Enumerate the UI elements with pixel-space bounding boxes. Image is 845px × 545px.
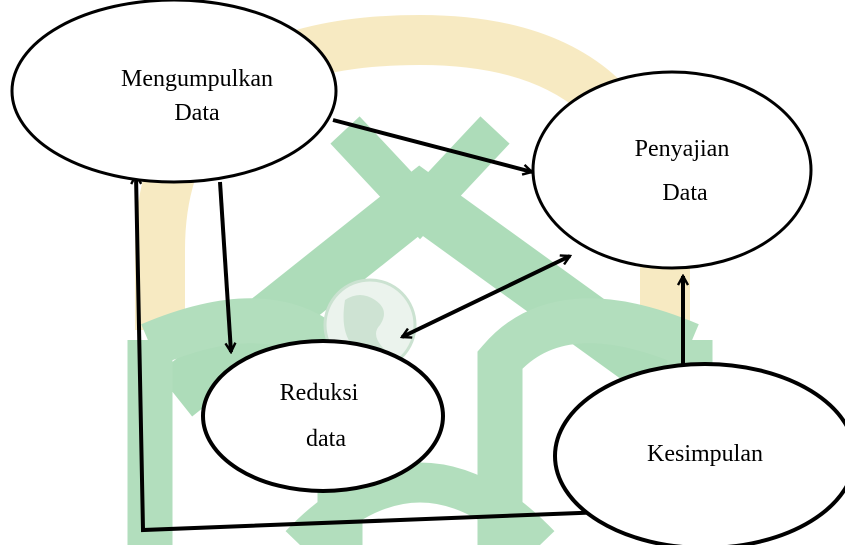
svg-text:Kesimpulan: Kesimpulan bbox=[647, 441, 763, 467]
svg-text:Mengumpulkan Data: Mengumpulkan Data bbox=[121, 66, 279, 126]
edge-display-reduce-bidirectional bbox=[402, 254, 570, 339]
watermark-globe-land bbox=[343, 295, 385, 354]
node-reduce-shape bbox=[201, 339, 445, 493]
node-display: Penyajian Data bbox=[531, 70, 813, 270]
node-display-shape bbox=[531, 70, 813, 270]
node-collect-label-line1: Mengumpulkan bbox=[121, 66, 273, 92]
node-reduce-label-line2: data bbox=[306, 426, 346, 452]
node-collect-shape bbox=[10, 0, 338, 184]
edge-collect-to-display bbox=[332, 118, 532, 172]
node-conclude-shape bbox=[553, 362, 845, 545]
node-display-label-line2: Data bbox=[662, 180, 708, 206]
node-reduce-label-line1: Reduksi bbox=[280, 380, 359, 406]
node-conclude: Kesimpulan bbox=[553, 362, 845, 545]
node-reduce: Reduksi data bbox=[201, 339, 445, 493]
node-collect: Mengumpulkan Data bbox=[10, 0, 338, 184]
svg-text:Penyajian Data: Penyajian Data bbox=[635, 136, 736, 206]
edge-collect-to-reduce bbox=[218, 181, 231, 352]
node-collect-label-line2: Data bbox=[174, 100, 220, 126]
node-display-label-line1: Penyajian bbox=[635, 136, 730, 162]
diagram-edges bbox=[136, 118, 683, 533]
edge-conclude-to-collect-loop bbox=[136, 175, 606, 533]
svg-text:Reduksi data: Reduksi data bbox=[280, 380, 365, 452]
node-conclude-label: Kesimpulan bbox=[647, 441, 763, 467]
